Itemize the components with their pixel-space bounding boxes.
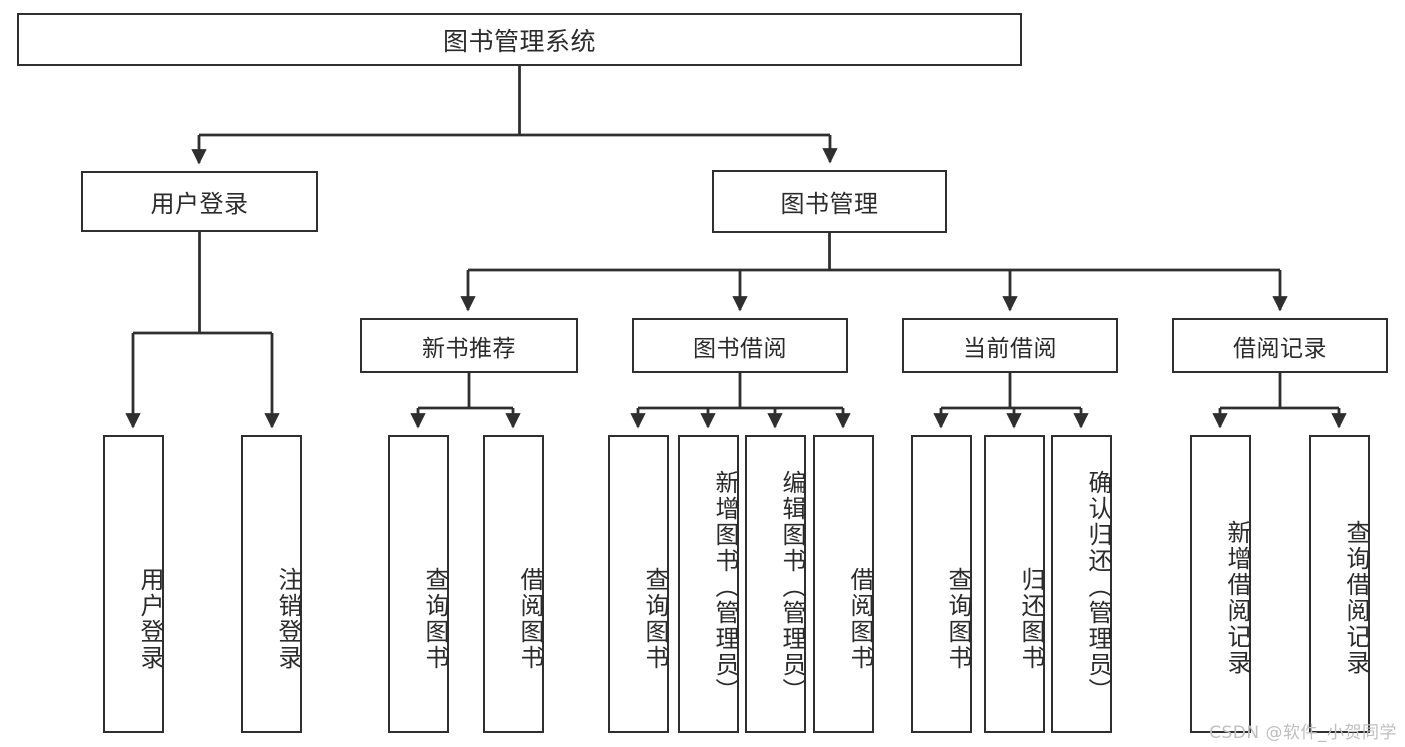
node-leaf-add-record[interactable]: 新增借阅记录 [1190, 435, 1251, 733]
node-current-borrow-label: 当前借阅 [963, 335, 1057, 362]
node-leaf-add-book-label: 新增图书（管理员） [711, 470, 739, 704]
node-leaf-borrow-book-2[interactable]: 借阅图书 [813, 435, 874, 733]
node-leaf-logout-label: 注销登录 [274, 567, 302, 671]
node-leaf-confirm-return-label: 确认归还（管理员） [1084, 470, 1112, 704]
node-root-label: 图书管理系统 [442, 26, 596, 56]
node-leaf-return-book[interactable]: 归还图书 [984, 435, 1045, 733]
node-book-borrow[interactable]: 图书借阅 [632, 318, 848, 373]
node-leaf-query-book-3-label: 查询图书 [944, 567, 972, 671]
node-leaf-query-record[interactable]: 查询借阅记录 [1309, 435, 1370, 733]
node-book-manage[interactable]: 图书管理 [712, 170, 947, 233]
node-leaf-borrow-book-2-label: 借阅图书 [846, 567, 874, 671]
node-new-book-rec[interactable]: 新书推荐 [360, 318, 578, 373]
node-leaf-query-book-1[interactable]: 查询图书 [388, 435, 449, 733]
node-leaf-borrow-book-1-label: 借阅图书 [516, 567, 544, 671]
node-leaf-logout[interactable]: 注销登录 [241, 435, 302, 733]
node-root[interactable]: 图书管理系统 [17, 13, 1022, 66]
node-leaf-user-login[interactable]: 用户登录 [103, 435, 164, 733]
node-leaf-confirm-return[interactable]: 确认归还（管理员） [1051, 435, 1112, 733]
node-leaf-add-record-label: 新增借阅记录 [1223, 520, 1251, 676]
node-user-login-label: 用户登录 [150, 190, 249, 218]
node-current-borrow[interactable]: 当前借阅 [902, 318, 1118, 373]
node-new-book-rec-label: 新书推荐 [422, 335, 516, 362]
node-leaf-query-book-3[interactable]: 查询图书 [911, 435, 972, 733]
node-leaf-edit-book[interactable]: 编辑图书（管理员） [745, 435, 806, 733]
node-leaf-return-book-label: 归还图书 [1017, 567, 1045, 671]
node-leaf-user-login-label: 用户登录 [136, 567, 164, 671]
node-leaf-query-book-2-label: 查询图书 [641, 567, 669, 671]
node-leaf-add-book[interactable]: 新增图书（管理员） [678, 435, 739, 733]
node-leaf-borrow-book-1[interactable]: 借阅图书 [483, 435, 544, 733]
node-book-manage-label: 图书管理 [780, 190, 879, 218]
node-book-borrow-label: 图书借阅 [693, 335, 787, 362]
node-leaf-query-book-1-label: 查询图书 [421, 567, 449, 671]
node-leaf-query-record-label: 查询借阅记录 [1342, 520, 1370, 676]
node-leaf-edit-book-label: 编辑图书（管理员） [778, 470, 806, 704]
node-leaf-query-book-2[interactable]: 查询图书 [608, 435, 669, 733]
watermark-text: CSDN @软件_小贺同学 [1209, 723, 1397, 743]
node-borrow-record[interactable]: 借阅记录 [1172, 318, 1388, 373]
node-borrow-record-label: 借阅记录 [1233, 335, 1327, 362]
node-user-login[interactable]: 用户登录 [81, 171, 318, 232]
